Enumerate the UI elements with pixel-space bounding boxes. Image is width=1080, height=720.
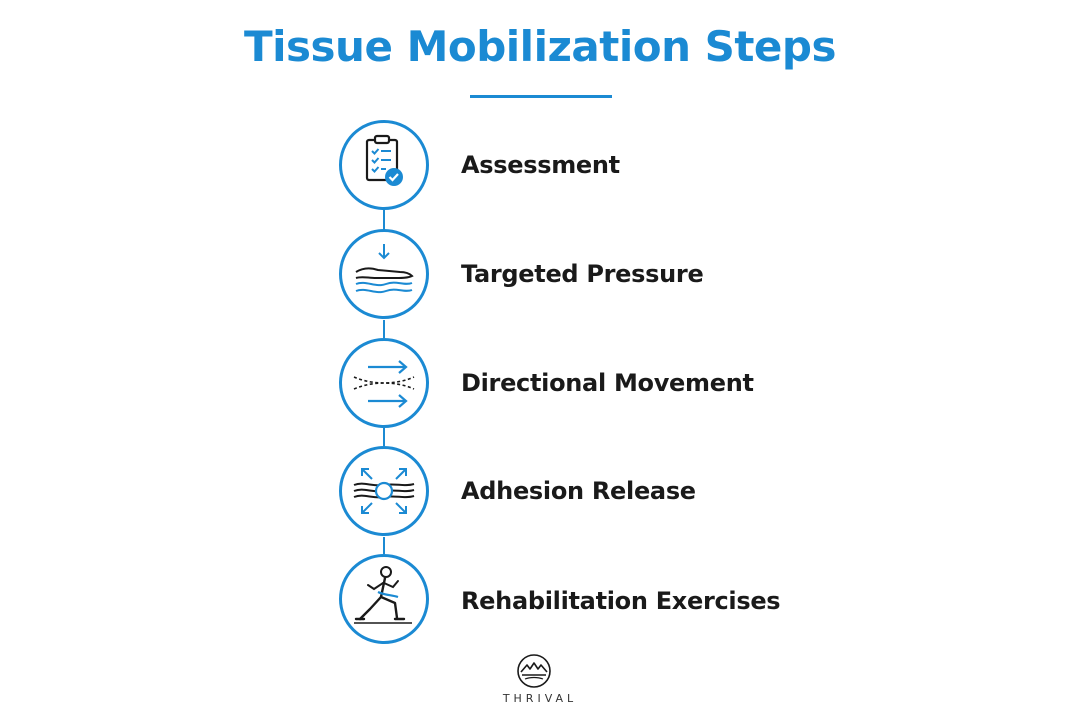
clipboard-check-icon xyxy=(365,134,403,186)
step-2-circle xyxy=(339,229,429,319)
step-3-circle xyxy=(339,338,429,428)
step-4-circle xyxy=(339,446,429,536)
timeline-connector xyxy=(383,320,385,338)
directional-arrows-icon xyxy=(353,360,415,408)
title-underline xyxy=(470,95,612,98)
step-5-label: Rehabilitation Exercises xyxy=(461,587,781,615)
adhesion-release-icon xyxy=(353,468,415,514)
brand-name: THRIVAL xyxy=(502,692,578,705)
step-4-label: Adhesion Release xyxy=(461,477,696,505)
timeline-connector xyxy=(383,537,385,554)
timeline-connector xyxy=(383,210,385,230)
hand-pressure-icon xyxy=(355,244,414,294)
step-2-label: Targeted Pressure xyxy=(461,260,704,288)
lunge-exercise-icon xyxy=(354,566,412,624)
timeline-connector xyxy=(383,428,385,446)
thrival-logo-icon xyxy=(517,654,551,688)
step-3-label: Directional Movement xyxy=(461,369,754,397)
step-1-label: Assessment xyxy=(461,151,620,179)
step-1-circle xyxy=(339,120,429,210)
page-title: Tissue Mobilization Steps xyxy=(244,22,836,71)
step-5-circle xyxy=(339,554,429,644)
